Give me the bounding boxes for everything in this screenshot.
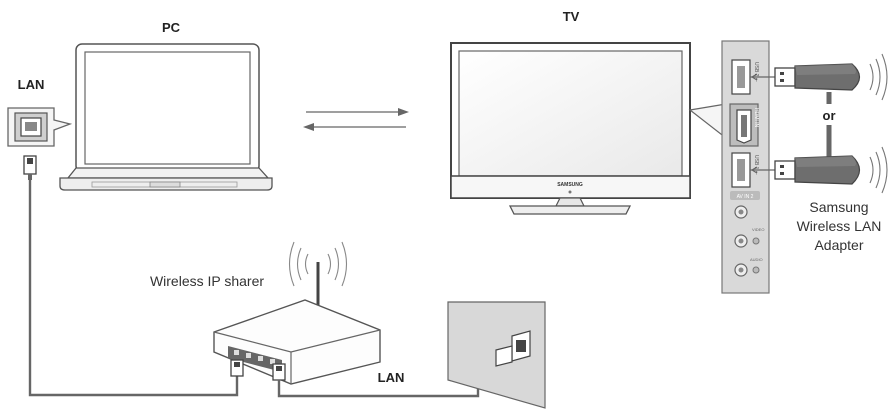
adapter-label-line1: Samsung	[809, 199, 868, 215]
tv-brand-label: SAMSUNG	[557, 182, 583, 188]
lan-plug-icon	[23, 155, 37, 180]
wireless-signal-icon	[288, 241, 348, 287]
usb1-port-label: USB 1 ⇠	[753, 155, 759, 175]
tv-label: TV	[563, 9, 580, 24]
wireless-signal-icon	[869, 146, 888, 194]
pc-label: PC	[162, 20, 181, 35]
tv-panel-callout-wedge	[688, 103, 727, 140]
lan-label-bottom: LAN	[378, 370, 405, 385]
adapter-label-line2: Wireless LAN	[797, 218, 882, 234]
laptop-icon	[59, 43, 273, 191]
data-transfer-arrows	[303, 108, 409, 131]
lan-label-left: LAN	[18, 77, 45, 92]
lan-cable-left	[28, 180, 239, 397]
tv-icon	[450, 42, 691, 215]
wireless-signal-icon	[869, 53, 888, 101]
or-label: or	[823, 108, 836, 123]
lan-port-callout	[7, 107, 73, 147]
adapter-label-line3: Adapter	[814, 237, 863, 253]
router-icon	[213, 262, 381, 385]
lan-plug-icon	[272, 363, 286, 381]
usb-dongle-bottom-icon	[750, 155, 861, 185]
usb-dongle-top-icon	[750, 63, 861, 91]
audio-jack-label: AUDIO	[750, 257, 763, 262]
router-label: Wireless IP sharer	[150, 273, 264, 289]
hdmi-port-label: HDMI IN	[753, 108, 759, 128]
lan-plug-icon	[230, 359, 244, 377]
av-in-label: AV IN 2	[737, 194, 754, 200]
video-jack-label: VIDEO	[752, 227, 764, 232]
tv-side-panel	[721, 40, 770, 294]
wall-lan-outlet-icon	[447, 301, 546, 409]
usb2-port-label: USB 2 ⇠	[753, 62, 759, 82]
